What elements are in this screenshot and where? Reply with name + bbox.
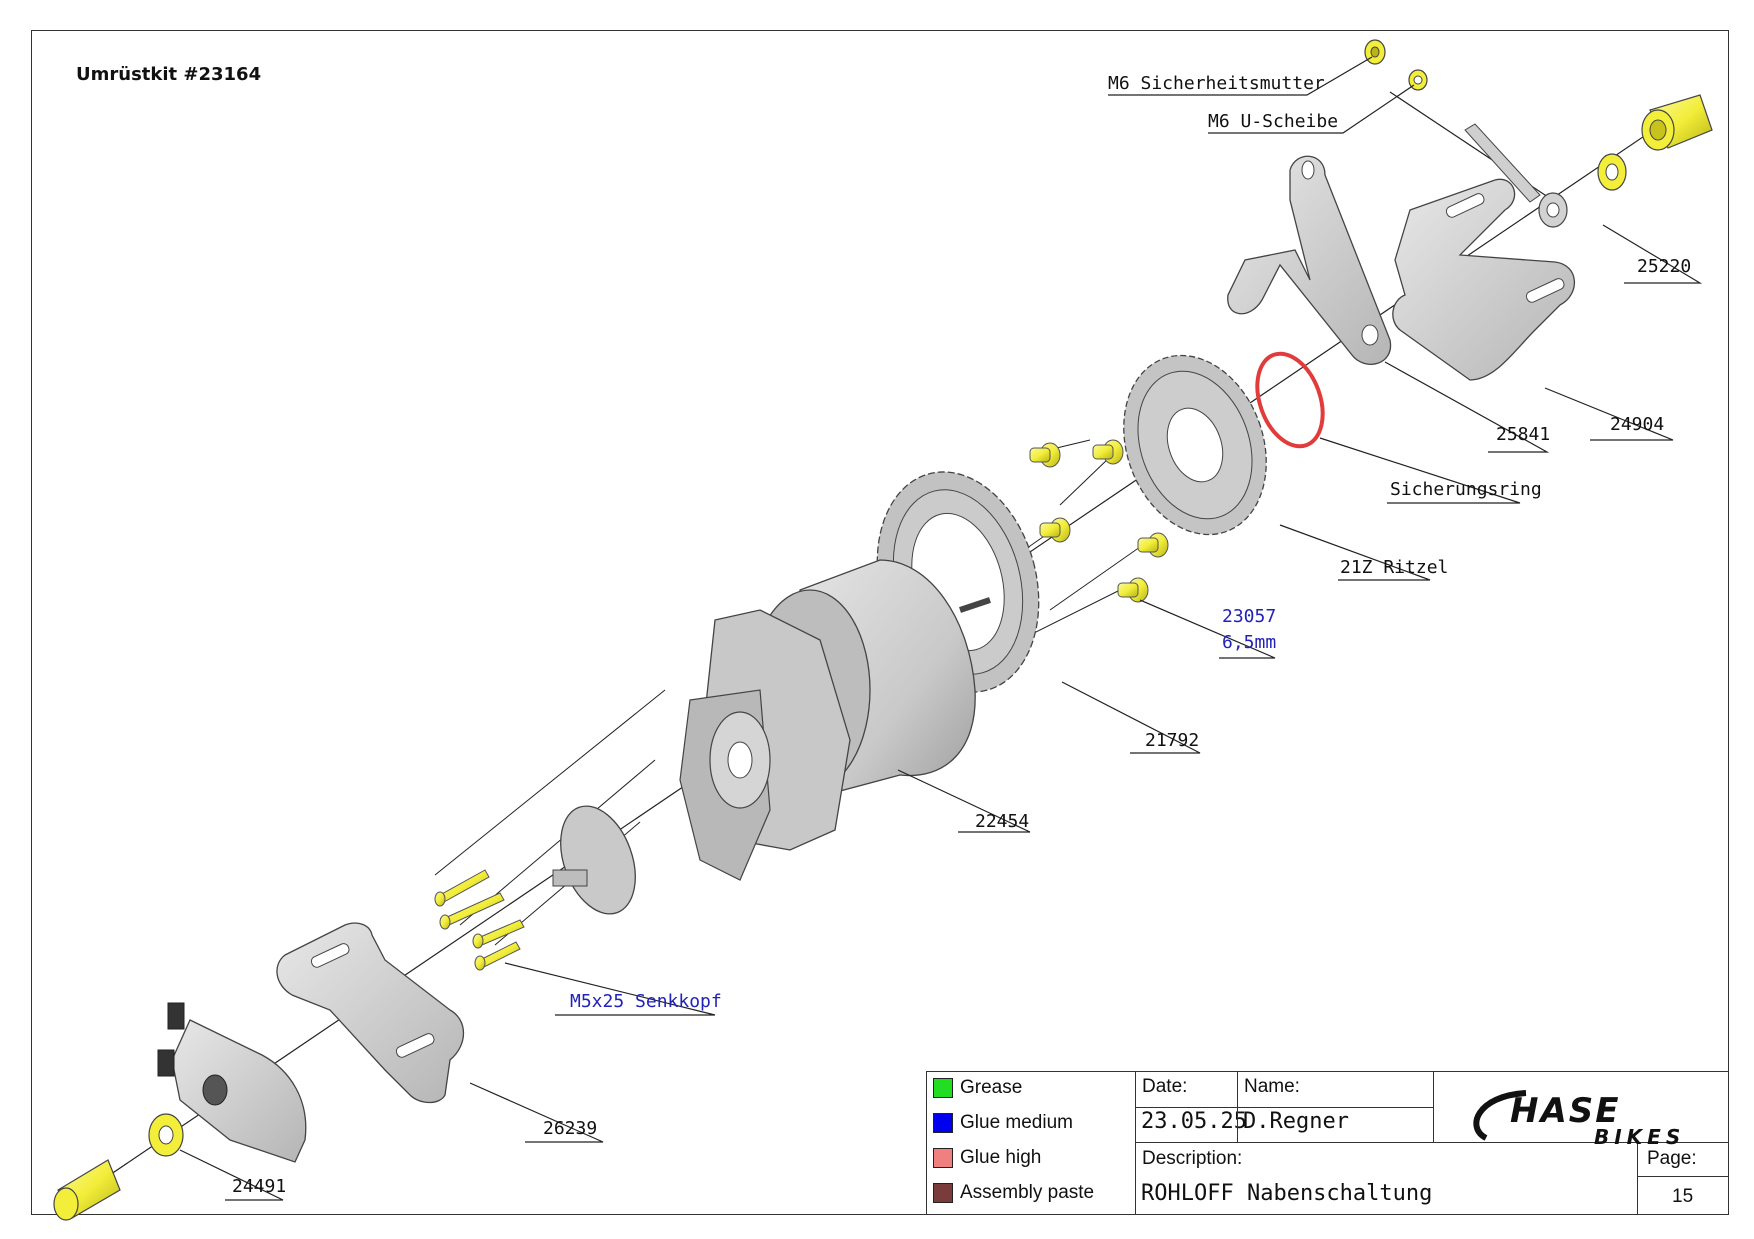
washer-bottom <box>148 1113 184 1157</box>
date-divider <box>1135 1107 1238 1108</box>
label-24491: 24491 <box>232 1176 287 1197</box>
drawing-frame <box>31 30 1729 1215</box>
legend-label: Assembly paste <box>960 1182 1095 1203</box>
label-23057-size: 6,5mm <box>1222 632 1277 653</box>
name-value: D.Regner <box>1243 1109 1349 1134</box>
description-label: Description: <box>1142 1148 1243 1169</box>
circlip-sicherungsring <box>1255 351 1325 449</box>
bracket-26239 <box>276 922 464 1104</box>
sprocket-21z <box>1123 354 1267 536</box>
legend-label: Glue medium <box>960 1112 1073 1133</box>
label-sicherungsring: Sicherungsring <box>1390 479 1542 500</box>
logo-text-hase: HASE <box>1510 1091 1620 1131</box>
label-m6-nut: M6 Sicherheitsmutter <box>1108 73 1325 94</box>
spacers-23057 <box>1029 439 1169 603</box>
drawing-title: Umrüstkit #23164 <box>76 64 262 85</box>
axle-nut-top <box>1641 94 1713 151</box>
page-cell <box>1637 1142 1729 1215</box>
label-m6-washer: M6 U-Scheibe <box>1208 111 1339 132</box>
dropout-bracket-24904 <box>1392 178 1576 381</box>
legend-swatch <box>933 1148 953 1168</box>
description-value: ROHLOFF Nabenschaltung <box>1141 1181 1433 1206</box>
label-24904: 24904 <box>1610 414 1665 435</box>
label-22454: 22454 <box>975 811 1030 832</box>
label-23057: 23057 <box>1222 606 1277 627</box>
rohloff-hub-22454 <box>679 559 991 881</box>
page-label: Page: <box>1647 1148 1697 1169</box>
torque-bolt <box>1464 123 1568 228</box>
logo-text-bikes: BIKES <box>1594 1125 1685 1148</box>
washer-top <box>1597 153 1627 191</box>
m6-safety-nut <box>1364 39 1386 65</box>
name-label: Name: <box>1244 1076 1300 1097</box>
leader-lines <box>179 56 1703 1201</box>
page-value: 15 <box>1672 1186 1694 1207</box>
name-divider <box>1237 1107 1434 1108</box>
label-21792: 21792 <box>1145 730 1200 751</box>
axle-nut-bottom <box>53 1159 121 1221</box>
legend-swatch <box>933 1183 953 1203</box>
label-25220: 25220 <box>1637 256 1692 277</box>
date-label: Date: <box>1142 1076 1188 1097</box>
legend-swatch <box>933 1113 953 1133</box>
flange-plate <box>552 805 636 915</box>
legend-label: Glue high <box>960 1147 1042 1168</box>
legend-swatch <box>933 1078 953 1098</box>
chain-tensioner-24491 <box>157 1002 307 1163</box>
screws-m5x25 <box>434 869 525 971</box>
legend-label: Grease <box>960 1077 1023 1098</box>
page-divider <box>1637 1176 1729 1177</box>
label-26239: 26239 <box>543 1118 598 1139</box>
label-ritzel: 21Z Ritzel <box>1340 557 1449 578</box>
hase-bikes-logo: HASE BIKES <box>1473 1090 1685 1148</box>
label-m5x25: M5x25 Senkkopf <box>570 991 722 1012</box>
label-25841: 25841 <box>1496 424 1551 445</box>
torque-arm-25841 <box>1227 155 1392 365</box>
date-value: 23.05.25 <box>1141 1109 1247 1134</box>
